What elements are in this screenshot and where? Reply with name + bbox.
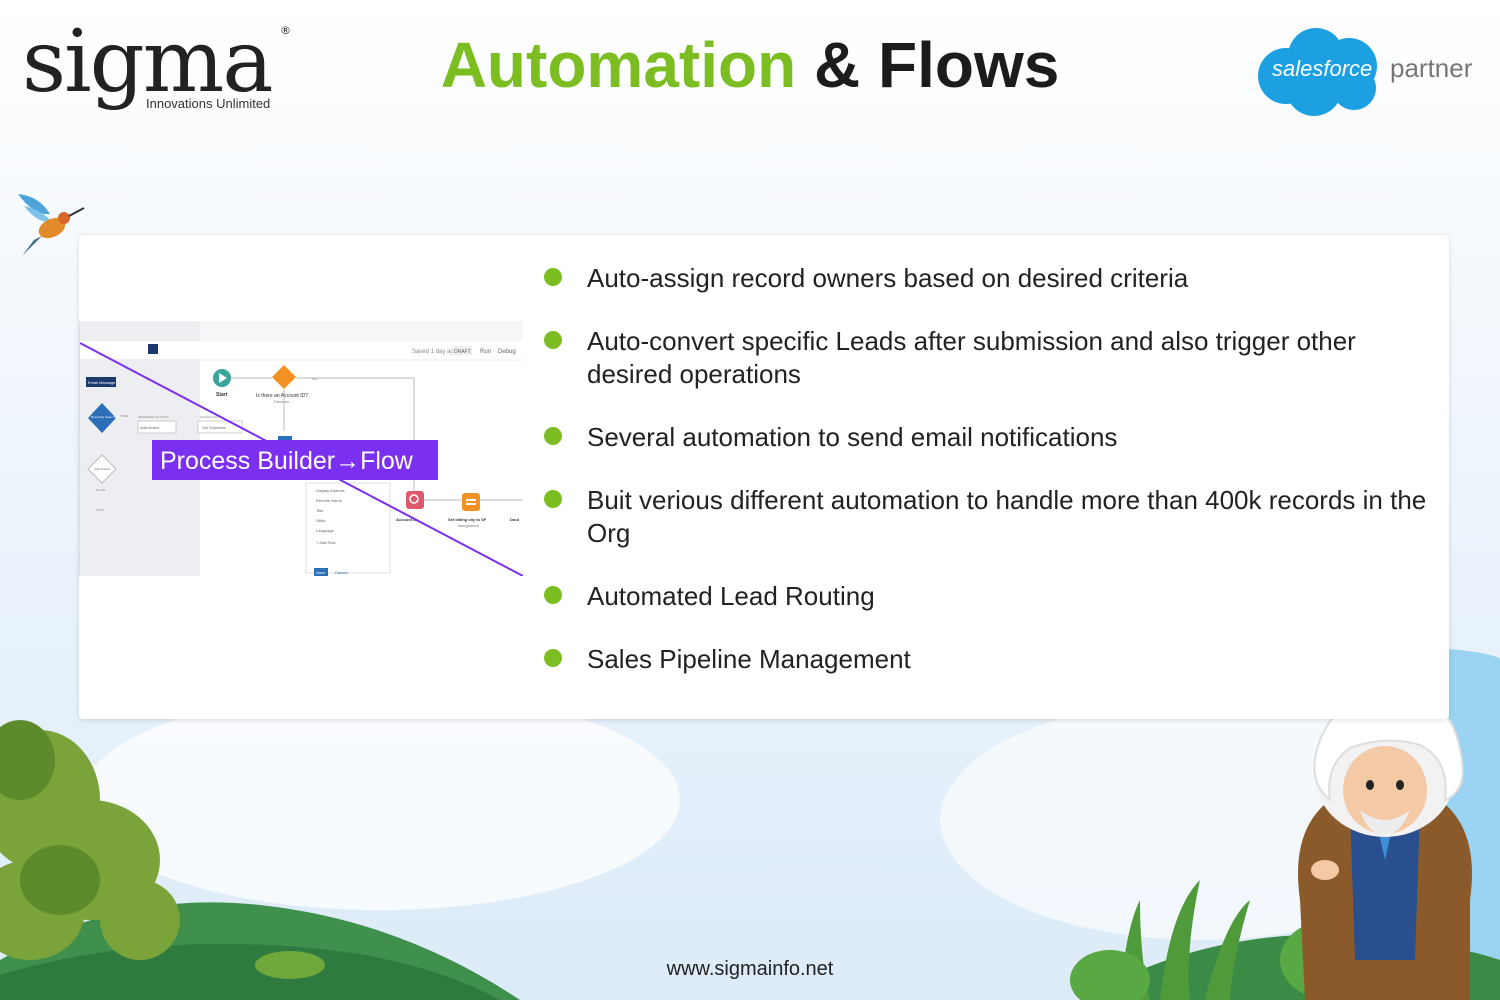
toolbar-status: DRAFT <box>454 349 471 355</box>
form-field-1: Display Address <box>316 488 345 493</box>
list-item-text: Sales Pipeline Management <box>587 644 911 674</box>
feature-list: Auto-assign record owners based on desir… <box>543 262 1433 706</box>
logo-wordmark: sigma <box>22 12 274 112</box>
node-double: Doul <box>510 517 519 522</box>
decision-node-blue <box>88 403 116 433</box>
immediate-actions: IMMEDIATE ACTIONS <box>138 415 168 419</box>
form-field-4: Skills <box>316 518 325 523</box>
sigma-logo: sigma ® Innovations Unlimited <box>22 12 292 133</box>
list-item-text: Automated Lead Routing <box>587 581 875 611</box>
title-highlight: Automation <box>440 29 797 101</box>
toolbar-saved: Saved 1 day ago <box>412 349 458 355</box>
list-item: Auto-convert specific Leads after submis… <box>543 325 1433 391</box>
flow-builder-diagram: Saved 1 day ago DRAFT Run Debug Email Me… <box>80 321 523 576</box>
form-save: Save <box>316 570 326 575</box>
bullet-dot-icon <box>544 331 562 349</box>
list-item: Automated Lead Routing <box>543 580 1433 613</box>
page-title: Automation & Flows <box>0 28 1500 102</box>
add-action: Add Action <box>140 425 159 430</box>
node-email-message: Email Message <box>88 380 116 385</box>
bullet-dot-icon <box>544 427 562 445</box>
toolbar-run: Run <box>480 349 491 355</box>
set-schedule: Set Schedule <box>202 425 227 430</box>
stop-label: STOP <box>96 508 104 512</box>
node-recurring: Recurring Case Criteria <box>91 415 123 419</box>
list-item-text: Several automation to send email notific… <box>587 422 1118 452</box>
bullet-dot-icon <box>544 586 562 604</box>
hummingbird-icon <box>18 194 85 256</box>
node-assignment: Set billing city to SF <box>448 517 487 522</box>
edge-yes: Yes <box>311 376 318 381</box>
list-item-text: Buit verious different automation to han… <box>587 485 1427 548</box>
list-item: Sales Pipeline Management <box>543 643 1433 676</box>
bullet-dot-icon <box>544 649 562 667</box>
salesforce-wordmark: salesforce <box>1272 56 1373 81</box>
toolbar-debug: Debug <box>498 349 516 355</box>
partner-label: partner <box>1390 53 1473 83</box>
form-cancel: Cancel <box>335 570 348 575</box>
list-item-text: Auto-convert specific Leads after submis… <box>587 326 1356 389</box>
form-field-2: Remote Name <box>316 498 343 503</box>
decision-node <box>272 365 296 389</box>
form-field-3: Title <box>316 508 324 513</box>
form-field-5: Language <box>316 528 335 533</box>
registered-mark: ® <box>280 24 291 37</box>
scheduled: SCHEDULED <box>200 415 219 419</box>
logo-tagline: Innovations Unlimited <box>146 96 271 111</box>
node-assignment-type: Assignment <box>458 523 480 528</box>
title-rest: & Flows <box>813 29 1060 101</box>
node-decision-type: Decision <box>274 399 289 404</box>
list-item: Buit verious different automation to han… <box>543 484 1433 550</box>
list-item: Auto-assign record owners based on desir… <box>543 262 1433 295</box>
footer-url: www.sigmainfo.net <box>666 958 834 980</box>
banner-text: Process Builder→Flow <box>160 447 414 475</box>
bullet-dot-icon <box>544 268 562 286</box>
true-label: TRUE <box>120 414 128 418</box>
flow-builder-screenshot: Saved 1 day ago DRAFT Run Debug Email Me… <box>79 321 523 576</box>
salesforce-cloud-icon <box>1258 28 1377 116</box>
list-item-text: Auto-assign record owners based on desir… <box>587 263 1189 293</box>
node-add-criteria: Add Criteria <box>94 467 110 471</box>
form-add-row: + Add Row <box>316 540 336 545</box>
false-label: FALSE <box>96 488 105 492</box>
node-account: Account Id <box>396 517 417 522</box>
list-item: Several automation to send email notific… <box>543 421 1433 454</box>
node-start: Start <box>216 392 228 398</box>
banner-background <box>152 440 438 480</box>
bullet-dot-icon <box>544 490 562 508</box>
node-decision-title: Is there an Account ID? <box>256 393 308 399</box>
